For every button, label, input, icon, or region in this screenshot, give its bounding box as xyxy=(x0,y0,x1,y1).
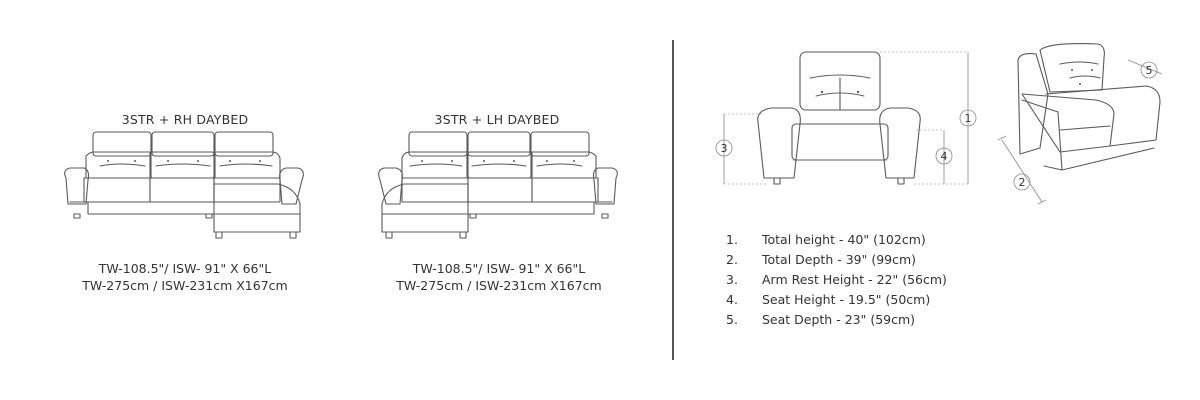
callout-3: 3 xyxy=(715,139,733,157)
sofa-lh-dims-imperial: TW-108.5"/ ISW- 91" X 66"L xyxy=(412,261,586,276)
spec-number: 2. xyxy=(726,252,738,267)
recliner-side-view xyxy=(997,43,1163,205)
svg-text:3: 3 xyxy=(721,142,728,155)
sofa-lh-dims-metric: TW-275cm / ISW-231cm X167cm xyxy=(396,278,602,293)
callout-4: 4 xyxy=(935,147,953,165)
spec-number: 3. xyxy=(726,272,738,287)
spec-item: 4. Seat Height - 19.5" (50cm) xyxy=(726,290,947,310)
recliner-front-view xyxy=(723,51,969,185)
sofa-rh-dims-imperial: TW-108.5"/ ISW- 91" X 66"L xyxy=(98,261,272,276)
sofa-lh-drawing xyxy=(378,131,618,239)
sofa-rh-drawing xyxy=(64,131,304,239)
spec-item: 1. Total height - 40" (102cm) xyxy=(726,230,947,250)
spec-item: 5. Seat Depth - 23" (59cm) xyxy=(726,310,947,330)
spec-number: 5. xyxy=(726,312,738,327)
spec-text: Seat Height - 19.5" (50cm) xyxy=(762,292,931,307)
svg-text:5: 5 xyxy=(1146,64,1153,77)
callout-2: 2 xyxy=(1013,173,1031,191)
spec-item: 3. Arm Rest Height - 22" (56cm) xyxy=(726,270,947,290)
sofa-rh-dimensions: TW-108.5"/ ISW- 91" X 66"L TW-275cm / IS… xyxy=(45,260,325,294)
spec-item: 2. Total Depth - 39" (99cm) xyxy=(726,250,947,270)
sofa-rh-title: 3STR + RH DAYBED xyxy=(121,112,249,127)
sofa-lh-dimensions: TW-108.5"/ ISW- 91" X 66"L TW-275cm / IS… xyxy=(354,260,644,294)
spec-text: Total height - 40" (102cm) xyxy=(762,232,926,247)
spec-text: Arm Rest Height - 22" (56cm) xyxy=(762,272,947,287)
sofa-rh-dims-metric: TW-275cm / ISW-231cm X167cm xyxy=(82,278,288,293)
svg-text:1: 1 xyxy=(965,112,972,125)
spec-number: 4. xyxy=(726,292,738,307)
section-divider xyxy=(672,40,674,360)
svg-text:2: 2 xyxy=(1019,176,1026,189)
sofa-lh-title: 3STR + LH DAYBED xyxy=(434,112,560,127)
spec-text: Total Depth - 39" (99cm) xyxy=(762,252,917,267)
spec-number: 1. xyxy=(726,232,738,247)
callout-5: 5 xyxy=(1140,61,1158,79)
callout-1: 1 xyxy=(959,109,977,127)
recliner-dimension-diagram: 1 2 3 4 5 xyxy=(715,43,1163,205)
svg-text:4: 4 xyxy=(941,150,948,163)
spec-text: Seat Depth - 23" (59cm) xyxy=(762,312,916,327)
spec-list: 1. Total height - 40" (102cm) 2. Total Dep… xyxy=(726,230,947,330)
